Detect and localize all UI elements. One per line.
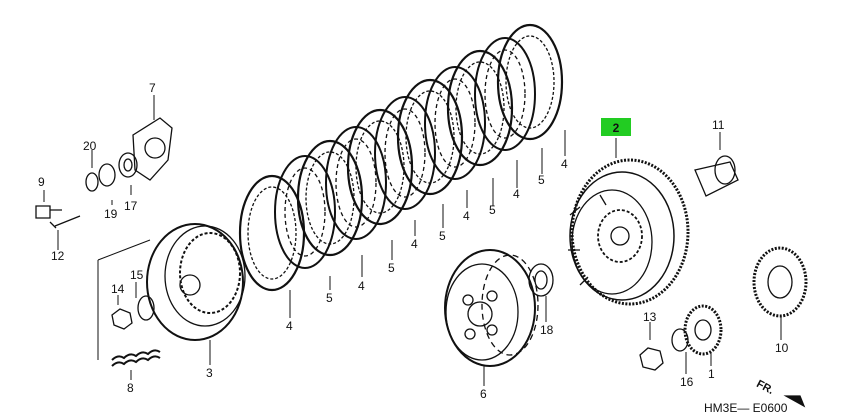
part-label-4: 4 <box>411 237 418 251</box>
clutch-outer-housing <box>568 158 690 306</box>
part-label-7: 7 <box>149 81 156 95</box>
part-label-4: 4 <box>561 157 568 171</box>
part-label-10: 10 <box>775 341 789 355</box>
part-label-5: 5 <box>439 229 446 243</box>
leader-lines <box>43 95 782 386</box>
part-label-5: 5 <box>326 291 333 305</box>
part-label-11: 11 <box>712 118 725 132</box>
pressure-plate <box>146 223 246 341</box>
part-label-13: 13 <box>643 310 657 324</box>
part-label-16: 16 <box>680 375 694 389</box>
clutch-plates-stack <box>238 23 564 292</box>
part-label-4: 4 <box>513 187 520 201</box>
small-hardware <box>35 117 808 408</box>
highlighted-part-label-2[interactable]: 2 <box>601 118 631 136</box>
part-label-4: 4 <box>463 209 470 223</box>
part-label-8: 8 <box>127 381 134 395</box>
part-label-14: 14 <box>111 282 125 296</box>
clutch-center <box>444 249 539 367</box>
part-label-19: 19 <box>104 207 118 221</box>
part-label-18: 18 <box>540 323 554 337</box>
part-label-20: 20 <box>83 139 97 153</box>
part-label-9: 9 <box>38 175 45 189</box>
part-label-5: 5 <box>388 261 395 275</box>
part-label-12: 12 <box>51 249 65 263</box>
part-label-4: 4 <box>286 319 293 333</box>
part-label-17: 17 <box>124 199 138 213</box>
part-label-1: 1 <box>708 367 715 381</box>
diagram-code: HM3E— E0600 <box>704 401 788 415</box>
part-label-3: 3 <box>206 366 213 380</box>
part-label-15: 15 <box>130 268 144 282</box>
part-label-4: 4 <box>358 279 365 293</box>
part-label-5: 5 <box>538 173 545 187</box>
part-label-5: 5 <box>489 203 496 217</box>
part-label-6: 6 <box>480 387 487 401</box>
